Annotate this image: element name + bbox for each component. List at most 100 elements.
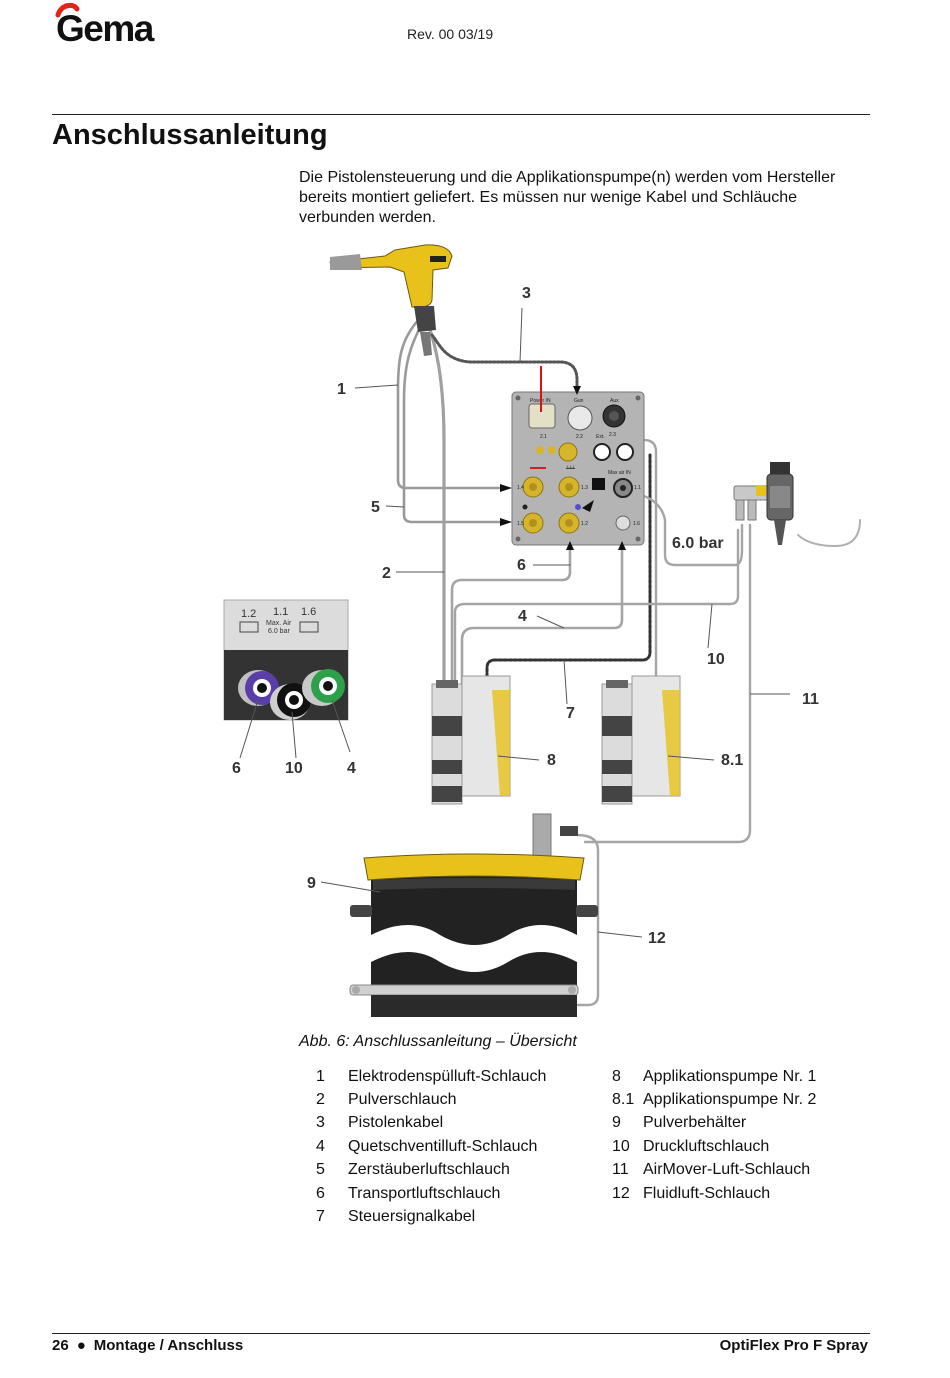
logo-text: Gema	[56, 8, 155, 47]
gema-logo: Gema	[52, 2, 167, 47]
legend-text: Fluidluft-Schlauch	[643, 1184, 771, 1202]
legend-num: 5	[316, 1161, 325, 1179]
inset-11: 1.1	[273, 606, 288, 618]
callout-2: 2	[382, 565, 391, 582]
panel-15: 1.5	[517, 521, 524, 527]
legend-text: Pistolenkabel	[348, 1114, 444, 1132]
legend-item: 9 Pulverbehälter	[612, 1112, 816, 1135]
panel-max-air-in: Max air IN	[608, 470, 631, 476]
legend-item: 8 Applikationspumpe Nr. 1	[612, 1065, 816, 1088]
legend-item: 10 Druckluftschlauch	[612, 1135, 816, 1158]
panel-gun: Gun	[574, 398, 584, 404]
legend-item: 11 AirMover-Luft-Schlauch	[612, 1159, 816, 1182]
legend-text: Quetschventilluft-Schlauch	[348, 1137, 538, 1155]
footer-divider	[52, 1333, 870, 1334]
panel-12: 1.2	[581, 521, 588, 527]
hose-2	[428, 328, 446, 692]
callout-9: 9	[307, 875, 316, 892]
panel-16: 1.6	[633, 521, 640, 527]
legend-item: 7 Steuersignalkabel	[316, 1205, 546, 1228]
hose-4	[460, 543, 624, 692]
legend-text: Applikationspumpe Nr. 2	[643, 1091, 817, 1109]
callout-1: 1	[337, 381, 346, 398]
panel-14: 1.4	[517, 485, 524, 491]
legend-text: Steuersignalkabel	[348, 1208, 476, 1226]
legend-text: AirMover-Luft-Schlauch	[643, 1161, 811, 1179]
inset-12: 1.2	[241, 608, 256, 620]
legend-text: Pulverschlauch	[348, 1091, 457, 1109]
panel-22: 2.2	[576, 434, 583, 440]
legend-text: Druckluftschlauch	[643, 1137, 770, 1155]
legend-item: 5 Zerstäuberluftschlauch	[316, 1159, 546, 1182]
legend-item: 6 Transportluftschlauch	[316, 1182, 546, 1205]
inset-callout-6: 6	[232, 760, 241, 777]
header-divider	[52, 114, 870, 115]
callout-7: 7	[566, 705, 575, 722]
hose-10	[453, 528, 740, 692]
legend-item: 12 Fluidluft-Schlauch	[612, 1182, 816, 1205]
legend-num: 6	[316, 1184, 325, 1202]
pump-8	[431, 675, 511, 805]
inset-max-val: 6.0 bar	[268, 628, 290, 635]
callout-3: 3	[522, 285, 531, 302]
svg-text:┷┷┷: ┷┷┷	[565, 465, 576, 472]
legend-text: Elektrodenspülluft-Schlauch	[348, 1067, 547, 1085]
legend-num: 2	[316, 1091, 325, 1109]
legend-text: Zerstäuberluftschlauch	[348, 1161, 510, 1179]
legend-num: 8	[612, 1067, 621, 1085]
legend-item: 3 Pistolenkabel	[316, 1112, 546, 1135]
inset-connectors: 1.2 1.1 1.6 Max. Air 6.0 bar	[223, 599, 349, 721]
panel-ext: Ext.	[596, 434, 605, 440]
legend-text: Applikationspumpe Nr. 1	[643, 1067, 817, 1085]
air-regulator	[733, 462, 794, 545]
legend-text: Pulverbehälter	[643, 1114, 747, 1132]
supply-hose	[797, 519, 861, 547]
hose-10b	[642, 438, 658, 692]
callout-10: 10	[707, 651, 725, 668]
spray-gun	[329, 244, 453, 356]
bullet-icon: ●	[76, 1337, 86, 1354]
panel-11: 1.1	[634, 485, 641, 491]
panel-23: 2.3	[609, 432, 616, 438]
inset-max-air: Max. Air	[266, 620, 292, 627]
legend-text: Transportluftschlauch	[348, 1184, 501, 1202]
pump-8-1	[601, 675, 681, 805]
callout-6: 6	[517, 557, 526, 574]
inset-callout-4: 4	[347, 760, 356, 777]
control-panel: Power IN Gun Aux 2.1 2.2 2.3 Ext. ┷┷┷ Ma…	[511, 366, 645, 546]
hose-12	[575, 833, 600, 1007]
hose-1	[396, 316, 502, 490]
cable-3	[430, 333, 579, 394]
section-name: Montage / Anschluss	[93, 1337, 244, 1354]
callout-4: 4	[518, 608, 527, 625]
callout-8-1: 8.1	[721, 752, 743, 769]
legend-num: 8.1	[612, 1091, 635, 1109]
page-title: Anschlussanleitung	[52, 119, 328, 151]
legend-num: 12	[612, 1184, 630, 1202]
revision-label: Rev. 00 03/19	[407, 26, 494, 42]
legend-num: 11	[612, 1161, 629, 1179]
callout-12: 12	[648, 930, 666, 947]
legend-item: 2 Pulverschlauch	[316, 1088, 546, 1111]
legend-num: 10	[612, 1137, 630, 1155]
page-number: 26	[52, 1337, 69, 1354]
inset-callout-10: 10	[285, 760, 303, 777]
hose-6	[450, 543, 572, 692]
hose-11	[583, 523, 752, 844]
legend-item: 8.1 Applikationspumpe Nr. 2	[612, 1088, 816, 1111]
intro-paragraph: Die Pistolensteuerung und die Applikatio…	[299, 169, 836, 226]
panel-21: 2.1	[540, 434, 547, 440]
legend-num: 4	[316, 1137, 325, 1155]
product-name: OptiFlex Pro F Spray	[719, 1337, 868, 1354]
panel-air-hose	[623, 490, 744, 567]
legend-num: 7	[316, 1208, 325, 1226]
cable-7	[485, 453, 652, 682]
inset-16: 1.6	[301, 606, 316, 618]
legend-right: 8 Applikationspumpe Nr. 1 8.1 Applikations…	[612, 1065, 816, 1205]
panel-power-in: Power IN	[530, 398, 551, 404]
pressure-label: 6.0 bar	[672, 535, 724, 552]
legend-num: 9	[612, 1114, 621, 1132]
legend-num: 3	[316, 1114, 325, 1132]
